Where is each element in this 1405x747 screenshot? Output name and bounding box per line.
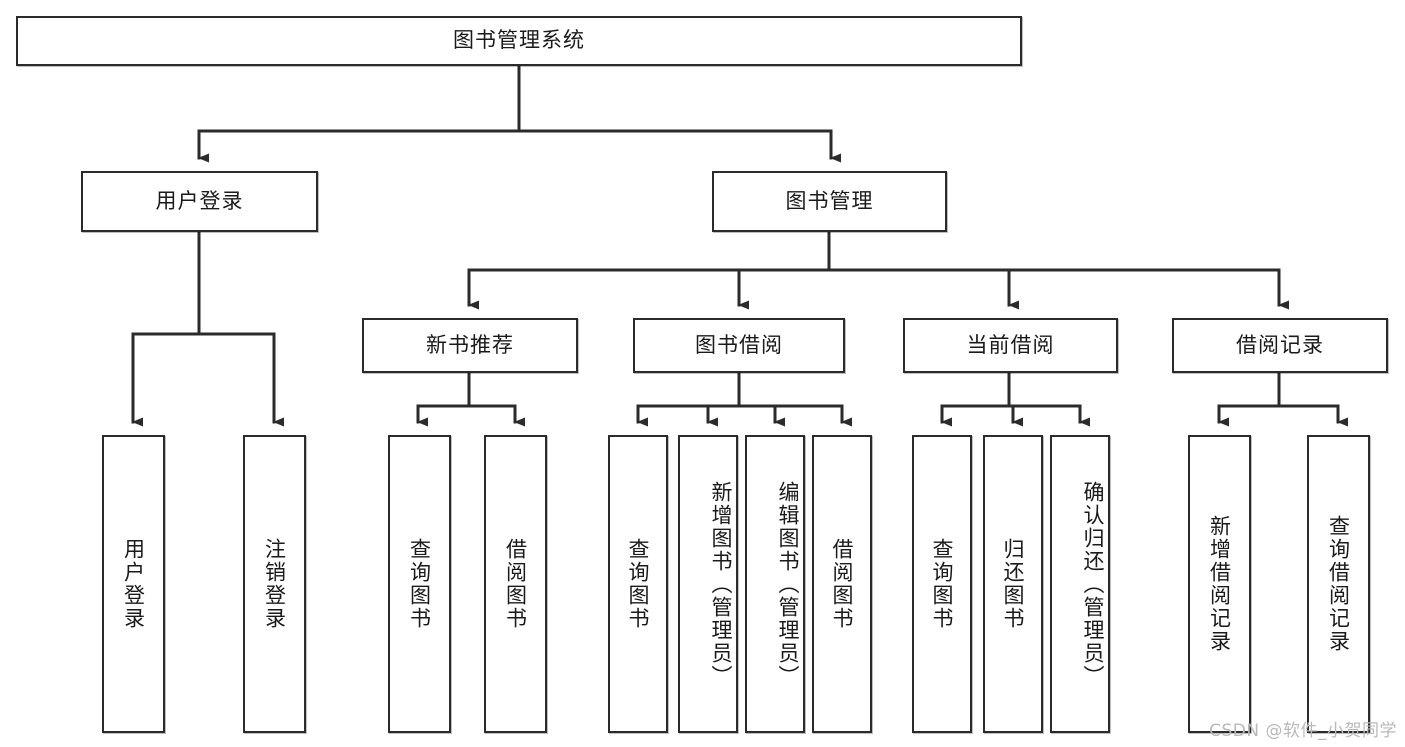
node-leaf-5-label: 新增图书（管理员） xyxy=(709,480,733,688)
csdn-watermark: CSDN @软件_小贺同学 xyxy=(1209,721,1397,741)
node-leaf-9-label: 归还图书 xyxy=(1001,538,1025,630)
node-level3-3-label: 借阅记录 xyxy=(1236,332,1324,357)
node-leaf-2-label: 查询图书 xyxy=(407,538,432,630)
node-leaf-7-label: 借阅图书 xyxy=(830,538,854,630)
node-level3-0-label: 新书推荐 xyxy=(426,332,514,357)
node-leaf-8[interactable]: 查询图书 xyxy=(912,435,972,733)
node-leaf-1[interactable]: 注销登录 xyxy=(243,435,306,733)
node-leaf-5[interactable]: 新增图书（管理员） xyxy=(678,435,738,733)
node-level3-2[interactable]: 当前借阅 xyxy=(903,318,1118,373)
node-level3-3[interactable]: 借阅记录 xyxy=(1172,318,1388,373)
node-leaf-10-label: 确认归还（管理员） xyxy=(1081,480,1105,688)
node-leaf-11[interactable]: 新增借阅记录 xyxy=(1188,435,1251,733)
node-root[interactable]: 图书管理系统 xyxy=(16,16,1022,66)
node-leaf-12-label: 查询借阅记录 xyxy=(1326,515,1351,653)
node-level2-0[interactable]: 用户登录 xyxy=(81,171,318,232)
node-leaf-1-label: 注销登录 xyxy=(262,538,287,630)
node-leaf-6-label: 编辑图书（管理员） xyxy=(776,480,800,688)
node-leaf-10[interactable]: 确认归还（管理员） xyxy=(1050,435,1110,733)
node-level3-1-label: 图书借阅 xyxy=(695,332,783,357)
node-leaf-4-label: 查询图书 xyxy=(626,538,650,630)
node-leaf-11-label: 新增借阅记录 xyxy=(1207,515,1232,653)
node-root-label: 图书管理系统 xyxy=(453,28,585,53)
node-level3-0[interactable]: 新书推荐 xyxy=(362,318,578,373)
node-leaf-3-label: 借阅图书 xyxy=(503,538,528,630)
node-leaf-12[interactable]: 查询借阅记录 xyxy=(1307,435,1370,733)
node-level2-1[interactable]: 图书管理 xyxy=(712,171,947,232)
node-level2-1-label: 图书管理 xyxy=(785,188,874,213)
node-leaf-0[interactable]: 用户登录 xyxy=(102,435,165,733)
node-level2-0-label: 用户登录 xyxy=(155,188,244,213)
node-leaf-6[interactable]: 编辑图书（管理员） xyxy=(745,435,805,733)
node-leaf-2[interactable]: 查询图书 xyxy=(388,435,451,733)
node-leaf-9[interactable]: 归还图书 xyxy=(983,435,1043,733)
node-level3-2-label: 当前借阅 xyxy=(966,332,1055,357)
node-leaf-3[interactable]: 借阅图书 xyxy=(484,435,547,733)
node-leaf-7[interactable]: 借阅图书 xyxy=(812,435,872,733)
node-leaf-0-label: 用户登录 xyxy=(121,538,146,630)
node-leaf-8-label: 查询图书 xyxy=(930,538,954,630)
node-leaf-4[interactable]: 查询图书 xyxy=(608,435,668,733)
node-level3-1[interactable]: 图书借阅 xyxy=(633,318,845,373)
